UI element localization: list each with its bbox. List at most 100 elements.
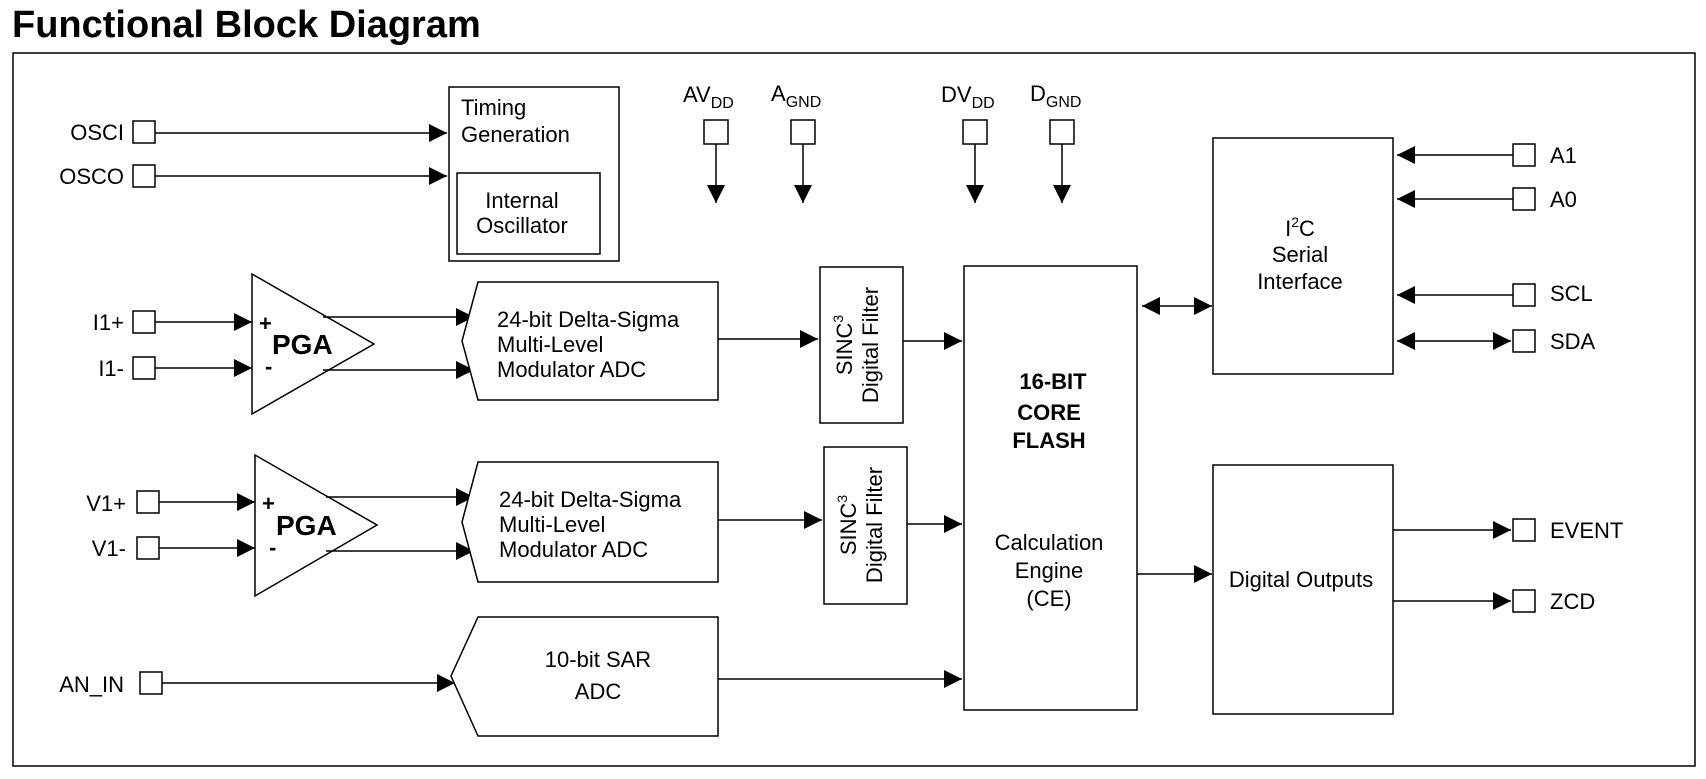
pin-scl-pad: [1512, 283, 1536, 307]
pin-avdd: AVDD: [683, 82, 734, 203]
timing-generation-block: Timing Generation Internal Oscillator: [448, 86, 620, 262]
sinc-filter-voltage-line1: SINC3: [834, 495, 861, 556]
dvdd-main: DV: [941, 82, 972, 107]
i2c-c: C: [1299, 216, 1315, 241]
diagram-title: Functional Block Diagram: [12, 4, 481, 46]
pin-dgnd: DGND: [1030, 81, 1081, 203]
adc-voltage-line2: Multi-Level: [499, 512, 605, 537]
agnd-main: A: [771, 81, 786, 106]
pin-an-in-pad: [139, 671, 163, 695]
i2c-sup: 2: [1291, 214, 1299, 230]
adc-current-line1: 24-bit Delta-Sigma: [497, 307, 680, 332]
internal-oscillator-line1: Internal: [485, 188, 558, 213]
pin-dvdd-pad: [962, 119, 988, 145]
pin-event-label: EVENT: [1550, 518, 1623, 543]
adc-current-line3: Modulator ADC: [497, 357, 646, 382]
pga-voltage-plus: +: [262, 491, 275, 516]
internal-oscillator-line2: Oscillator: [476, 213, 568, 238]
pga-current-plus: +: [259, 311, 272, 336]
pga-voltage-minus: -: [269, 535, 276, 560]
adc-sar-line2: ADC: [575, 679, 622, 704]
sinc-filter-current-line1: SINC3: [830, 315, 857, 376]
sinc-voltage-text: SINC: [836, 503, 861, 556]
pga-current-label: PGA: [272, 329, 333, 360]
pin-v1-minus-label: V1-: [92, 536, 126, 561]
pin-osco-label: OSCO: [59, 164, 124, 189]
pin-i1-plus-label: I1+: [93, 310, 124, 335]
sinc-current-text: SINC: [832, 323, 857, 376]
i2c-i: I: [1285, 216, 1291, 241]
dgnd-sub: GND: [1046, 94, 1082, 111]
sinc-filter-current-block: SINC3 Digital Filter: [819, 266, 904, 424]
pin-v1-minus-pad: [136, 536, 160, 560]
pga-voltage-triangle: [254, 453, 379, 598]
core-box: [963, 265, 1138, 711]
pin-scl-label: SCL: [1550, 281, 1593, 306]
adc-current-shape: [461, 281, 719, 401]
pin-a0-label: A0: [1550, 187, 1577, 212]
adc-current-block: 24-bit Delta-Sigma Multi-Level Modulator…: [461, 281, 719, 401]
core-line5: Engine: [1015, 558, 1084, 583]
pin-a1: A1: [1397, 143, 1577, 168]
sinc-voltage-sup: 3: [834, 495, 850, 503]
pin-v1-minus: V1-: [92, 536, 255, 561]
pin-agnd-pad: [790, 119, 816, 145]
adc-sar-line1: 10-bit SAR: [545, 647, 651, 672]
pin-v1-plus: V1+: [86, 490, 255, 516]
pin-agnd-label: AGND: [771, 81, 821, 111]
pin-i1-minus: I1-: [98, 356, 252, 381]
pin-scl: SCL: [1397, 281, 1593, 307]
pin-avdd-pad: [703, 119, 729, 145]
pin-v1-plus-label: V1+: [86, 491, 126, 516]
agnd-sub: GND: [786, 94, 822, 111]
sinc-filter-voltage-block: SINC3 Digital Filter: [823, 446, 908, 605]
core-line6: (CE): [1026, 586, 1071, 611]
sinc-current-sup: 3: [830, 315, 846, 323]
core-line4: Calculation: [995, 530, 1104, 555]
pin-osci-label: OSCI: [70, 120, 124, 145]
dgnd-main: D: [1030, 81, 1046, 106]
pin-v1-plus-pad: [136, 490, 160, 514]
pin-i1-minus-pad: [132, 356, 156, 380]
pin-dgnd-pad: [1049, 119, 1075, 145]
pin-sda-label: SDA: [1550, 329, 1596, 354]
pin-dgnd-label: DGND: [1030, 81, 1081, 111]
digital-outputs-block: Digital Outputs: [1212, 464, 1394, 715]
sinc-filter-voltage-box: [823, 446, 908, 605]
pin-event-pad: [1512, 518, 1536, 542]
adc-voltage-shape: [461, 461, 719, 583]
pin-dvdd: DVDD: [941, 82, 995, 203]
adc-current-line2: Multi-Level: [497, 332, 603, 357]
pin-osco: OSCO: [59, 164, 447, 189]
core-line1: 16-BIT: [1019, 369, 1087, 394]
i2c-box: [1212, 137, 1394, 375]
internal-oscillator-box: [456, 172, 601, 255]
pin-zcd: ZCD: [1393, 589, 1595, 614]
pin-osci: OSCI: [70, 120, 447, 145]
pin-sda: SDA: [1397, 329, 1596, 354]
pin-a0: A0: [1397, 187, 1577, 212]
pin-agnd: AGND: [771, 81, 821, 203]
avdd-main: AV: [683, 82, 711, 107]
pin-i1-minus-label: I1-: [98, 356, 124, 381]
pga-current-block: + PGA -: [251, 272, 474, 416]
pga-voltage-label: PGA: [276, 510, 337, 541]
sinc-filter-current-box: [819, 266, 904, 424]
i2c-line3: Interface: [1257, 269, 1343, 294]
core-line3: FLASH: [1012, 428, 1085, 453]
diagram-frame: [12, 52, 1696, 767]
pin-a0-pad: [1512, 187, 1536, 211]
adc-sar-block: 10-bit SAR ADC: [450, 616, 719, 737]
pin-dvdd-label: DVDD: [941, 82, 995, 112]
pin-a1-pad: [1512, 143, 1536, 167]
pga-current-minus: -: [265, 354, 272, 379]
pin-i1-plus: I1+: [93, 310, 252, 335]
pga-voltage-block: + PGA -: [254, 453, 474, 598]
adc-voltage-block: 24-bit Delta-Sigma Multi-Level Modulator…: [461, 461, 719, 583]
dvdd-sub: DD: [972, 95, 995, 112]
sinc-filter-current-line2: Digital Filter: [858, 287, 883, 403]
i2c-line2: Serial: [1272, 242, 1328, 267]
sinc-filter-voltage-line2: Digital Filter: [862, 467, 887, 583]
pin-an-in: AN_IN: [59, 671, 455, 697]
